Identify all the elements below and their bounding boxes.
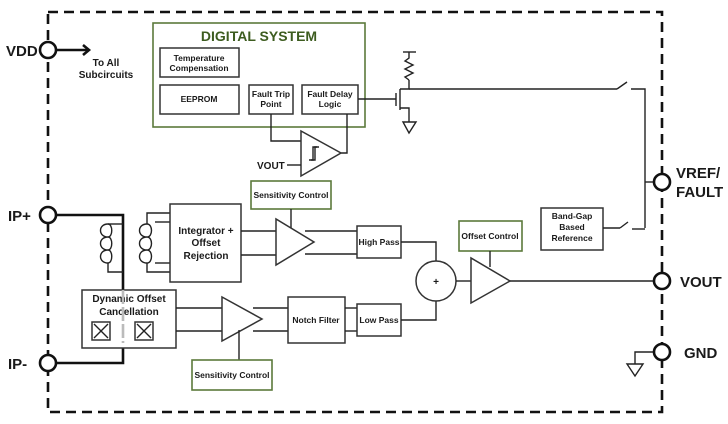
doc-line2: Cancellation (99, 307, 158, 318)
bandgap-line3: Reference (551, 233, 592, 243)
notch-filter-label: Notch Filter (292, 315, 340, 325)
gnd-label: GND (684, 345, 718, 362)
fault-trip-point-block (248, 84, 294, 115)
dynamic-offset-cancellation-block: Dynamic Offset Cancellation (81, 289, 177, 349)
vout-pin (652, 271, 672, 291)
bandgap-line1: Band-Gap (552, 211, 593, 221)
comparator-vout-label: VOUT (257, 161, 285, 172)
offset-control-block (458, 220, 523, 252)
ip-minus-label: IP- (8, 356, 27, 373)
upper-amplifier (275, 217, 316, 267)
sensitivity-control-top-label: Sensitivity Control (253, 190, 328, 200)
schmitt-comparator: VOUT (257, 114, 348, 178)
integrator-line3: Rejection (183, 251, 228, 262)
integrator-line1: Integrator + (178, 226, 233, 237)
vdd-label: VDD (6, 43, 38, 60)
notch-filter-block (287, 296, 346, 344)
digital-system: DIGITAL SYSTEM Temperature Compensation … (152, 22, 366, 128)
fault-switch-icon (616, 81, 628, 90)
open-drain-mosfet (358, 51, 654, 228)
vdd-note-line1: To All (93, 58, 120, 69)
doc-line1: Dynamic Offset (92, 294, 166, 305)
vdd-pin: VDD To All Subcircuits (6, 40, 134, 81)
primary-conductor: IP+ IP- (8, 205, 125, 373)
bandgap-line2: Based (559, 222, 585, 232)
hall-element-icon (91, 321, 111, 341)
low-pass-label: Low Pass (359, 315, 398, 325)
output-amplifier (470, 256, 512, 305)
reference-switch-icon (619, 221, 629, 229)
fault-label: FAULT (676, 184, 723, 201)
eeprom-label: EEPROM (181, 94, 218, 104)
ip-plus-label: IP+ (8, 208, 31, 225)
eeprom-block (159, 84, 240, 115)
temp-comp-line2: Compensation (169, 63, 228, 73)
pullup-resistor-icon (403, 52, 415, 81)
ground-icon (401, 121, 418, 135)
integrator-line2: Offset (192, 238, 222, 249)
integrator-block: Integrator + Offset Rejection (169, 203, 242, 283)
summing-symbol: + (433, 277, 439, 288)
fault-delay-line2: Logic (319, 99, 342, 109)
ip-minus-pin (38, 353, 58, 373)
sensitivity-control-bottom-label: Sensitivity Control (194, 370, 269, 380)
ground-icon (625, 363, 645, 378)
vref-fault-pin (652, 172, 672, 192)
vdd-note-line2: Subcircuits (79, 70, 134, 81)
lower-amplifier (221, 295, 264, 343)
ip-plus-pin (38, 205, 58, 225)
fault-delay-line1: Fault Delay (307, 89, 353, 99)
temp-comp-line1: Temperature (174, 53, 225, 63)
vout-label: VOUT (680, 274, 722, 291)
coupling-coils-icon (99, 212, 170, 273)
bandgap-reference: Band-Gap Based Reference (540, 207, 645, 251)
fault-trip-line2: Point (260, 99, 281, 109)
fault-trip-line1: Fault Trip (252, 89, 290, 99)
temperature-compensation-block (159, 47, 240, 78)
high-pass-label: High Pass (358, 237, 399, 247)
sensitivity-control-bottom (191, 359, 273, 391)
gnd-pin (652, 342, 672, 362)
high-pass-block (356, 225, 402, 259)
hall-element-icon (134, 321, 154, 341)
vref-label: VREF/ (676, 165, 721, 182)
offset-control-label: Offset Control (461, 231, 518, 241)
digital-system-title: DIGITAL SYSTEM (201, 28, 317, 44)
